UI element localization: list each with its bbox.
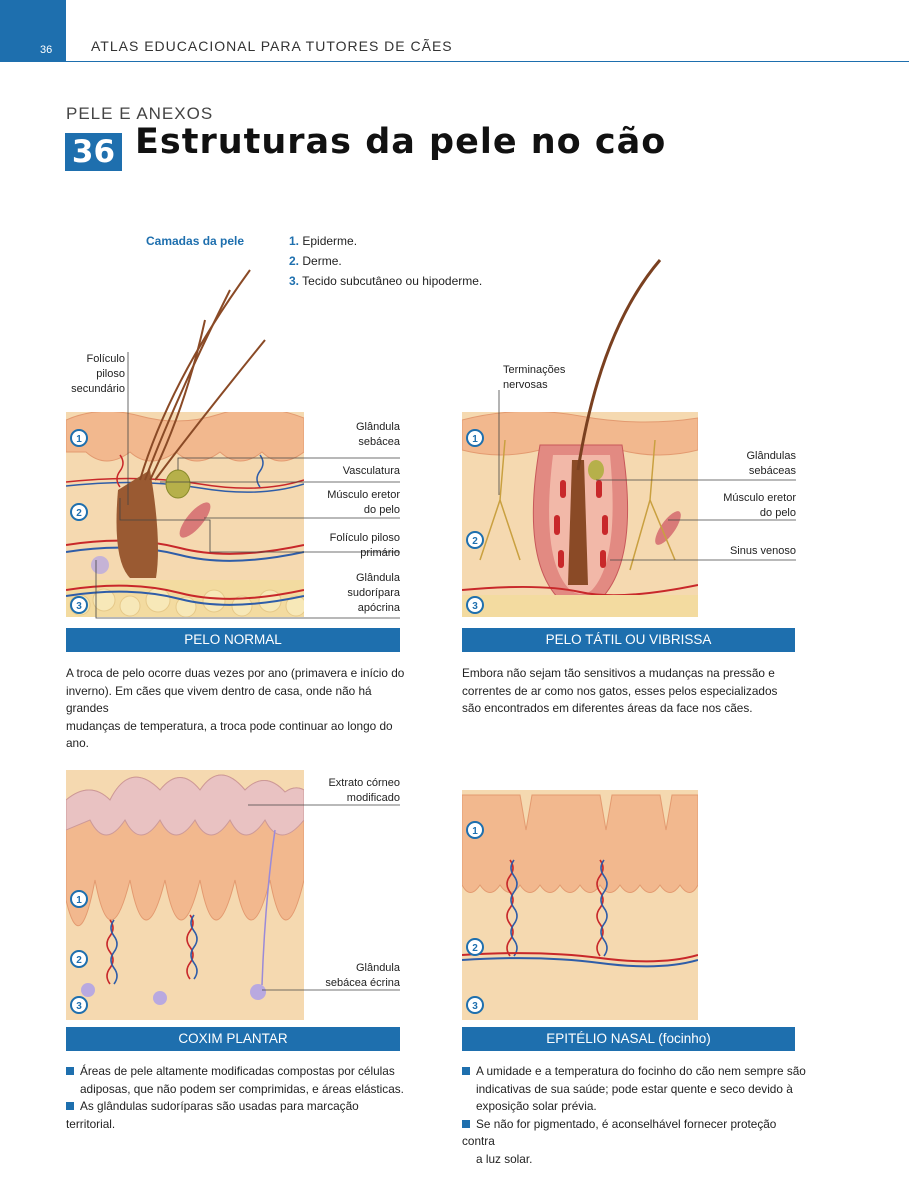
marker-1: 1 — [76, 434, 82, 445]
caption-bar-nasal: EPITÉLIO NASAL (focinho) — [462, 1027, 795, 1051]
marker-2: 2 — [472, 536, 478, 547]
list-item: As glândulas sudoríparas são usadas para… — [66, 1099, 359, 1131]
layer-item: 3. Tecido subcutâneo ou hipoderme. — [289, 274, 483, 288]
caption-bar-normal: PELO NORMAL — [66, 628, 400, 652]
marker-3: 3 — [76, 601, 82, 612]
vibrissa-diagram — [462, 412, 698, 617]
marker-3: 3 — [472, 601, 478, 612]
marker-2: 2 — [76, 508, 82, 519]
running-title: ATLAS EDUCACIONAL PARA TUTORES DE CÃES — [91, 38, 453, 54]
section-label: PELE E ANEXOS — [66, 104, 214, 123]
vibrissa-description: Embora não sejam tão sensitivos a mudanç… — [462, 666, 778, 715]
caption-bar-vibrissa: PELO TÁTIL OU VIBRISSA — [462, 628, 795, 652]
marker-1: 1 — [76, 895, 82, 906]
list-item: Se não for pigmentado, é aconselhável fo… — [462, 1116, 777, 1148]
paw-pad-bullets: Áreas de pele altamente modificadas comp… — [66, 1063, 411, 1133]
marker-1: 1 — [472, 434, 478, 445]
normal-description: A troca de pelo ocorre duas vezes por an… — [66, 666, 405, 750]
label-vasculature: Vasculatura — [342, 465, 400, 477]
marker-2: 2 — [76, 955, 82, 966]
nasal-bullets: A umidade e a temperatura do focinho do … — [462, 1063, 807, 1166]
list-item: Áreas de pele altamente modificadas comp… — [66, 1063, 411, 1081]
label-venous-sinus: Sinus venoso — [729, 545, 796, 557]
page-number: 36 — [40, 44, 53, 56]
nasal-diagram — [462, 790, 698, 1020]
caption-bar-paw-pad: COXIM PLANTAR — [66, 1027, 400, 1051]
marker-2: 2 — [472, 943, 478, 954]
page-title: Estruturas da pele no cão — [135, 122, 667, 162]
list-item: A umidade e a temperatura do focinho do … — [462, 1063, 807, 1081]
layers-title: Camadas da pele — [146, 234, 245, 248]
marker-1: 1 — [472, 826, 478, 837]
page-tab — [0, 0, 66, 62]
leader-lines — [95, 352, 796, 991]
marker-3: 3 — [76, 1001, 82, 1012]
chapter-number: 36 — [65, 133, 122, 171]
layer-item: 1. Epiderme. — [289, 234, 358, 248]
normal-hair-diagram — [66, 412, 304, 617]
paw-pad-diagram — [66, 770, 304, 1020]
header-rule — [66, 61, 909, 62]
layer-item: 2. Derme. — [289, 254, 342, 268]
marker-3: 3 — [472, 1001, 478, 1012]
layer-markers — [70, 429, 484, 1014]
